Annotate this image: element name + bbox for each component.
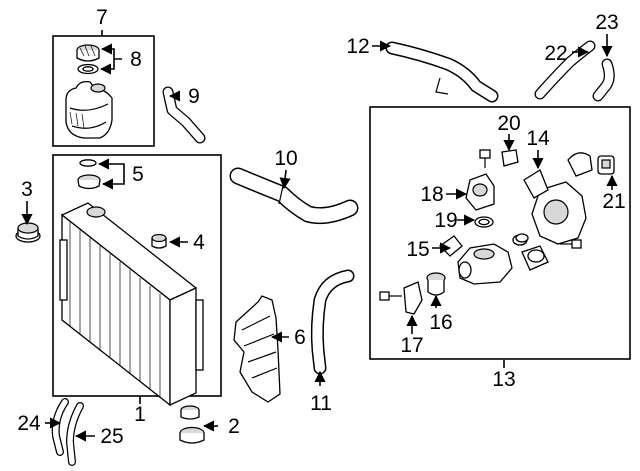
reservoir-group-box	[52, 35, 155, 147]
thermostat-16	[426, 272, 446, 296]
radiator-group-box	[52, 154, 222, 397]
small-hose-fittings	[515, 233, 545, 263]
heater-hose-25	[66, 402, 84, 466]
callout-18: 18	[420, 183, 443, 206]
reservoir-cap-seal	[77, 63, 99, 75]
reservoir-cap	[76, 44, 100, 62]
callout-12: 12	[346, 35, 369, 58]
callout-24: 24	[17, 412, 41, 435]
callout-4: 4	[193, 231, 205, 254]
callout-3: 3	[21, 178, 33, 201]
callout-9: 9	[188, 85, 200, 108]
bolt-left	[379, 291, 402, 301]
callout-11: 11	[310, 392, 332, 415]
water-pump-housing	[531, 181, 587, 245]
thermostat-cover-18	[465, 173, 495, 211]
callout-25: 25	[100, 425, 123, 448]
water-inlet-elbow	[567, 152, 593, 177]
sensor-20	[501, 149, 519, 167]
callout-14: 14	[526, 127, 550, 150]
thermostat-housing-group-box	[369, 106, 631, 360]
radiator-cap-seal	[79, 159, 97, 167]
callout-1: 1	[134, 403, 146, 426]
sensor-connector-21	[597, 155, 615, 175]
bypass-hose-23	[592, 58, 615, 102]
radiator-cap	[77, 174, 101, 190]
coolant-pipe	[385, 41, 499, 103]
callout-2: 2	[228, 415, 240, 438]
callout-15: 15	[406, 238, 429, 261]
gasket-15	[438, 235, 463, 257]
heater-hose-24	[51, 398, 69, 456]
bleeder-plug-4	[151, 233, 167, 249]
callout-20: 20	[497, 112, 520, 135]
o-ring-19	[474, 216, 494, 228]
bolt-right	[560, 239, 582, 249]
callout-10: 10	[274, 147, 297, 170]
radiator	[59, 202, 204, 407]
callout-21: 21	[602, 190, 625, 213]
callout-6: 6	[294, 326, 306, 349]
air-deflector	[233, 295, 281, 403]
radiator-mount-bushing	[179, 405, 205, 444]
callout-7: 7	[96, 6, 108, 29]
drain-plug-3	[15, 222, 41, 243]
water-outlet-housing	[457, 243, 513, 285]
callout-19: 19	[434, 209, 457, 232]
callout-13: 13	[492, 368, 515, 391]
callout-8: 8	[130, 48, 142, 71]
callout-23: 23	[595, 11, 618, 34]
bolt-20	[479, 149, 491, 168]
lower-radiator-hose	[310, 269, 355, 375]
callout-16: 16	[429, 311, 452, 334]
outlet-fitting-17	[403, 281, 423, 315]
upper-radiator-hose	[229, 167, 359, 224]
callout-17: 17	[400, 334, 423, 357]
gasket-14	[523, 169, 549, 199]
coolant-reservoir	[65, 80, 113, 139]
callout-5: 5	[132, 163, 144, 186]
callout-22: 22	[544, 42, 567, 65]
